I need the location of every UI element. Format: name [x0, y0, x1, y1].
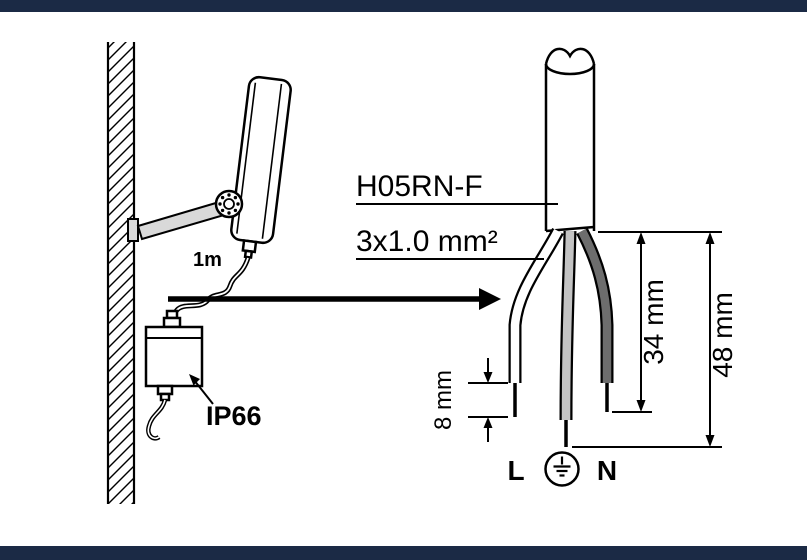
junction-box [144, 309, 204, 441]
box-exit-cable-core [147, 399, 166, 440]
cable-spec-callout: 3x1.0 mm² [356, 225, 544, 260]
dimension-48mm: 48 mm [572, 232, 738, 448]
page-bottom-bar [0, 546, 807, 560]
neutral-label: N [597, 455, 617, 486]
dim34-top-arrowhead [636, 232, 646, 244]
cable-type-label: H05RN-F [356, 170, 483, 203]
dim34-bottom-arrowhead [636, 400, 646, 412]
dim48-top-arrowhead [705, 232, 715, 244]
ip-leader-line [193, 379, 214, 405]
knob-dots [218, 193, 240, 215]
wire-white [508, 227, 564, 417]
wire-dark-core [578, 229, 612, 383]
wall [106, 42, 136, 504]
wire-dark [576, 228, 614, 412]
ip-leader-arrowhead [189, 374, 200, 386]
dim8-bottom-arrowhead [483, 417, 493, 428]
wall-mount-plate [127, 218, 139, 242]
sheath-cut-top [544, 47, 596, 65]
adjustment-knob [214, 189, 244, 219]
dimension-8mm: 8 mm [430, 358, 508, 442]
ip-rating-label: IP66 [206, 401, 262, 431]
cable-spec-label: 3x1.0 mm² [356, 225, 498, 258]
dim8-top-arrowhead [483, 372, 493, 383]
floodlight-assembly [127, 75, 292, 259]
knob-center [223, 198, 235, 210]
page-top-bar [0, 0, 807, 12]
dim8-label: 8 mm [430, 370, 457, 430]
wire-gray-core [561, 230, 575, 421]
cable-length-label: 1m [193, 249, 222, 271]
ip-rating-callout: IP66 [189, 374, 262, 431]
cable-detail [508, 47, 614, 447]
floodlight-bezel-line [261, 83, 283, 239]
box-bottom-gland-nut [159, 392, 171, 402]
arrow-head [479, 288, 501, 310]
live-label: L [507, 455, 524, 486]
dim34-label: 34 mm [638, 279, 669, 365]
cable-type-callout: H05RN-F [356, 170, 558, 205]
conductor-labels: L N [507, 451, 617, 487]
dimension-34mm: 34 mm [612, 232, 669, 413]
dim48-label: 48 mm [707, 292, 738, 378]
right-arrow-icon [168, 288, 501, 310]
protective-earth-icon [544, 451, 580, 487]
wall-hatching [108, 42, 134, 504]
dim48-bottom-arrowhead [705, 435, 715, 447]
floodlight-gland-nut [243, 249, 254, 259]
earth-circle [544, 451, 580, 487]
floodlight-body [230, 75, 292, 259]
sheath-top-ellipse [544, 63, 596, 76]
wire-gray [559, 230, 577, 447]
wire-white-core [510, 229, 562, 383]
box-top-gland [162, 316, 182, 329]
